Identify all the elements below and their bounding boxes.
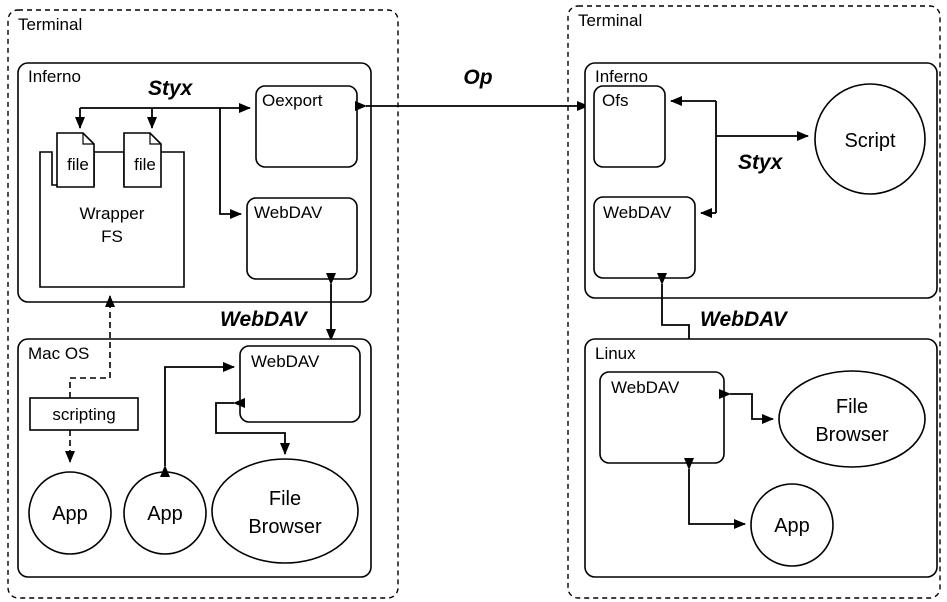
linux-file-browser-ellipse: [778, 370, 926, 468]
linux-app-circle: [750, 483, 834, 567]
scripting-to-wrapper-dashed-line: [69, 295, 115, 398]
linux-file-browser-label-line2: Browser: [815, 424, 889, 446]
left-inferno-webdav-label: WebDAV: [254, 203, 323, 222]
linux-app-label: App: [774, 515, 810, 537]
linux-webdav-label: WebDAV: [611, 378, 680, 397]
left-terminal-label: Terminal: [18, 15, 82, 34]
file1-label: file: [67, 155, 89, 174]
script-circle: [814, 83, 926, 195]
macos-file-browser-ellipse: [211, 458, 359, 564]
macos-label: Mac OS: [28, 344, 89, 363]
linux-label: Linux: [595, 344, 636, 363]
macos-app1-circle: [28, 471, 112, 555]
script-label: Script: [844, 130, 896, 152]
right-terminal-label: Terminal: [578, 11, 642, 30]
macos-app-to-webdav-line: [160, 362, 235, 477]
oexport-box: [255, 85, 358, 168]
file-icon: [56, 132, 95, 188]
left-webdav-link-label: WebDAV: [220, 308, 309, 331]
right-webdav-link-label: WebDAV: [700, 308, 789, 331]
right-inferno-label: Inferno: [595, 67, 648, 86]
op-label: Op: [463, 66, 492, 89]
macos-file-browser-label-line2: Browser: [248, 516, 322, 538]
macos-app1-label: App: [52, 503, 88, 525]
file-icon: [123, 132, 162, 188]
linux-webdav-to-browser-line: [719, 389, 774, 424]
ofs-box: [593, 85, 666, 168]
right-inferno-webdav-label: WebDAV: [603, 203, 672, 222]
scripting-box: [29, 397, 139, 431]
file2-label: file: [134, 155, 156, 174]
macos-file-browser-label-line1: File: [269, 488, 301, 510]
left-inferno-label: Inferno: [28, 67, 81, 86]
right-styx-label: Styx: [738, 151, 784, 174]
wrapper-fs-label-line1: Wrapper: [80, 204, 145, 223]
macos-webdav-label: WebDAV: [251, 352, 320, 371]
left-inferno-webdav-box: [246, 197, 358, 280]
wrapper-fs-label-line2: FS: [101, 227, 123, 246]
left-styx-label: Styx: [148, 77, 194, 100]
macos-webdav-to-browser-line: [215, 398, 290, 455]
linux-file-browser-label-line1: File: [836, 396, 868, 418]
scripting-label: scripting: [52, 405, 115, 424]
right-terminal-frame: [567, 5, 941, 599]
right-inferno-webdav-box: [593, 196, 696, 279]
ofs-label: Ofs: [602, 91, 628, 110]
left-terminal-frame: [7, 9, 399, 599]
linux-webdav-to-app-line: [684, 458, 746, 529]
macos-app2-label: App: [147, 503, 183, 525]
oexport-label: Oexport: [262, 91, 323, 110]
